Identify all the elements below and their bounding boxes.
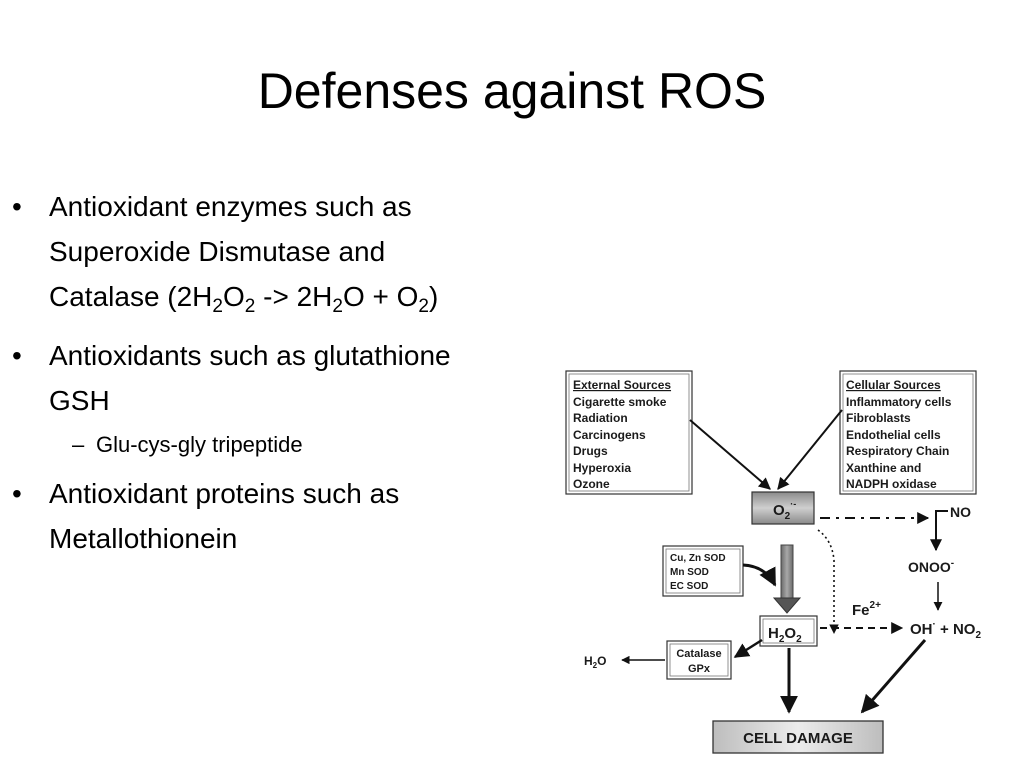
bullet-line: Antioxidant proteins such as — [49, 478, 400, 509]
bullet-line-formula: Catalase (2H2O2 -> 2H2O + O2) — [49, 274, 552, 323]
subscript: 2 — [418, 296, 429, 317]
subscript: 2 — [244, 296, 256, 317]
external-item: Hyperoxia — [573, 461, 631, 475]
cellular-item: Respiratory Chain — [846, 444, 949, 458]
arrow-no-to-onoo — [930, 510, 948, 552]
external-sources-box: External Sources Cigarette smoke Radiati… — [565, 370, 693, 495]
bullet-line: Antioxidants such as glutathione — [49, 340, 451, 371]
onoo-base: ONOO — [908, 559, 951, 575]
h2o2-sub: 2 — [796, 634, 802, 645]
cellular-sources-box: Cellular Sources Inflammatory cells Fibr… — [839, 370, 977, 495]
cell-damage-label: CELL DAMAGE — [743, 730, 853, 747]
formula-part: Catalase (2H — [49, 281, 213, 312]
fe-sup: 2+ — [870, 600, 882, 611]
bullet-metallothionein: • Antioxidant proteins such as Metalloth… — [12, 471, 552, 561]
slide-title: Defenses against ROS — [257, 63, 767, 119]
arrow-sod-to-flow — [742, 563, 777, 587]
formula-part: O — [222, 281, 245, 312]
cellular-item: Inflammatory cells — [846, 395, 952, 409]
oh-part: OH — [910, 621, 933, 638]
external-header: External Sources — [573, 378, 671, 392]
peroxynitrite-label: ONOO- — [908, 558, 954, 575]
cellular-item: Fibroblasts — [846, 411, 911, 425]
o2-base: O — [773, 502, 785, 519]
external-item: Ozone — [573, 477, 610, 491]
hydrogen-peroxide-box: H2O2 — [759, 615, 818, 647]
superoxide-label: O2 ·- — [773, 499, 796, 522]
bullet-list: • Antioxidant enzymes such as Superoxide… — [12, 184, 552, 571]
sub-bullet-text: Glu-cys-gly tripeptide — [96, 432, 303, 457]
formula-part: -> 2H — [255, 281, 333, 312]
cellular-item: NADPH oxidase — [846, 477, 937, 491]
oh-sup: · — [933, 619, 936, 630]
subscript: 2 — [212, 296, 223, 317]
water-label: H2O — [584, 654, 606, 670]
bullet-glutathione: • Antioxidants such as glutathione GSH — [12, 333, 552, 423]
bullet-dot: • — [12, 478, 22, 509]
formula-part: O + O — [342, 281, 419, 312]
external-item: Radiation — [573, 411, 628, 425]
bullet-line: Antioxidant enzymes such as — [49, 191, 412, 222]
formula-part: ) — [429, 281, 439, 312]
arrow-o2-dotted — [817, 529, 839, 634]
bullet-dot: • — [12, 191, 22, 222]
o2-sub: 2 — [785, 511, 791, 522]
cell-damage-box: CELL DAMAGE — [712, 720, 884, 754]
thick-arrow-shaft — [780, 544, 794, 601]
no-label: NO — [950, 504, 971, 520]
bullet-antioxidant-enzymes: • Antioxidant enzymes such as Superoxide… — [12, 184, 552, 323]
iron-label: Fe2+ — [852, 600, 881, 619]
bullet-line: GSH — [49, 385, 110, 416]
fe-base: Fe — [852, 602, 870, 619]
subscript: 2 — [332, 296, 343, 317]
cellular-item: Endothelial cells — [846, 428, 941, 442]
cellular-item: Xanthine and — [846, 461, 921, 475]
external-item: Carcinogens — [573, 428, 646, 442]
oh-sub: 2 — [975, 630, 981, 641]
arrow-external-to-o2 — [689, 419, 771, 490]
onoo-sup: - — [951, 558, 954, 569]
arrow-h2o2-to-catalase — [733, 638, 763, 659]
sub-bullet-tripeptide: – Glu-cys-gly tripeptide — [12, 427, 552, 463]
oh-part: + NO — [936, 621, 976, 638]
sub-bullet-dash: – — [72, 432, 85, 457]
h2o-sub: 2 — [593, 661, 598, 670]
h2o-part: O — [597, 654, 606, 668]
catalase-box: Catalase GPx — [666, 640, 732, 680]
arrow-cellular-to-o2 — [777, 409, 843, 490]
sod-item: Mn SOD — [670, 567, 709, 578]
bullet-dot: • — [12, 340, 22, 371]
h2o2-sub: 2 — [779, 634, 785, 645]
catalase-item: GPx — [688, 663, 711, 675]
superoxide-box: O2 ·- — [751, 491, 815, 525]
bullet-line: Metallothionein — [49, 523, 238, 554]
arrow-oh-to-damage — [860, 639, 927, 714]
sod-item: Cu, Zn SOD — [670, 553, 726, 564]
sod-item: EC SOD — [670, 581, 708, 592]
hydroxyl-label: OH· + NO2 — [910, 619, 981, 641]
external-item: Drugs — [573, 444, 608, 458]
sod-box: Cu, Zn SOD Mn SOD EC SOD — [662, 545, 744, 597]
h2o2-part: H — [768, 625, 779, 642]
h2o-part: H — [584, 654, 593, 668]
o2-sup: ·- — [790, 499, 796, 509]
thick-arrow-head — [772, 597, 802, 614]
h2o2-label: H2O2 — [768, 625, 802, 645]
h2o2-part: O — [784, 625, 796, 642]
cellular-header: Cellular Sources — [846, 378, 941, 392]
external-item: Cigarette smoke — [573, 395, 667, 409]
catalase-item: Catalase — [676, 648, 721, 660]
bullet-line: Superoxide Dismutase and — [49, 236, 386, 267]
